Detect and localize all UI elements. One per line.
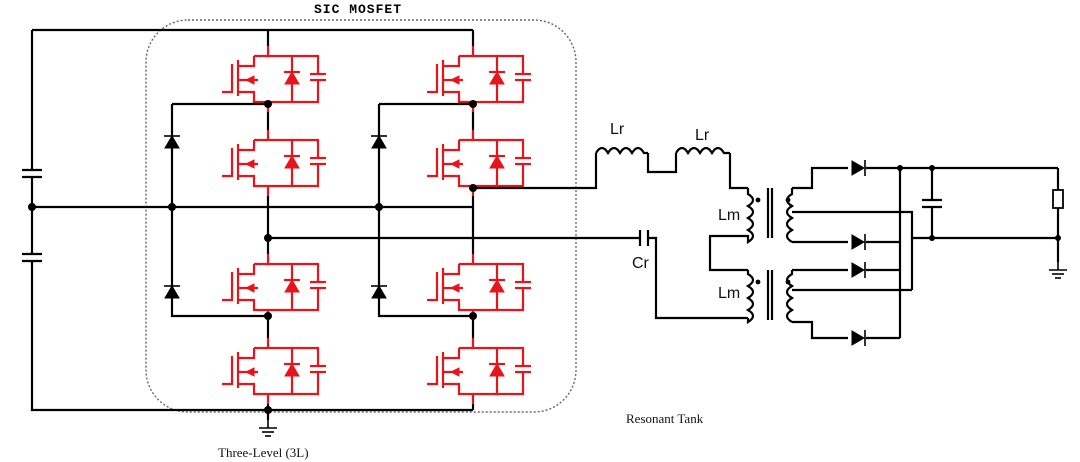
resonant-tank	[268, 146, 755, 324]
label-cr: Cr	[632, 255, 650, 272]
clamp-diode-d1-icon	[163, 135, 181, 149]
inverter-ground-icon	[258, 419, 278, 437]
label-lm-2: Lm	[718, 285, 740, 302]
dc-link	[22, 28, 473, 412]
mosfet-s1-icon	[220, 44, 328, 114]
sic-mosfet-title: SIC MOSFET	[314, 2, 402, 17]
mosfet-s4-icon	[220, 336, 328, 406]
sic-mosfet-boundary	[145, 19, 577, 413]
clamp-diode-d2-icon	[163, 285, 181, 299]
label-lr-1: Lr	[610, 121, 625, 138]
mosfet-s5-icon	[425, 44, 533, 114]
label-resonant-tank: Resonant Tank	[626, 411, 704, 426]
label-lr-2: Lr	[695, 127, 710, 144]
label-three-level: Three-Level (3L)	[218, 445, 309, 460]
clamp-diode-d4-icon	[370, 285, 388, 299]
mosfet-s7-icon	[425, 252, 533, 322]
mosfet-s2-icon	[220, 128, 328, 198]
label-lm-1: Lm	[718, 207, 740, 224]
left-leg	[163, 30, 328, 420]
clamp-diode-d3-icon	[370, 135, 388, 149]
right-leg	[370, 30, 533, 410]
transformer-1	[755, 166, 905, 244]
output-ground-icon	[1048, 261, 1068, 279]
rectifier-diode-4-icon	[851, 329, 866, 347]
output-stage	[866, 165, 1064, 340]
rectifier-diode-1-icon	[851, 159, 866, 177]
transformer-2	[755, 268, 912, 340]
mosfet-s6-icon	[425, 128, 533, 198]
mosfet-s8-icon	[425, 336, 533, 406]
rectifier-diode-2-icon	[851, 233, 866, 251]
rectifier-diode-3-icon	[851, 261, 866, 279]
mosfet-s3-icon	[220, 252, 328, 322]
